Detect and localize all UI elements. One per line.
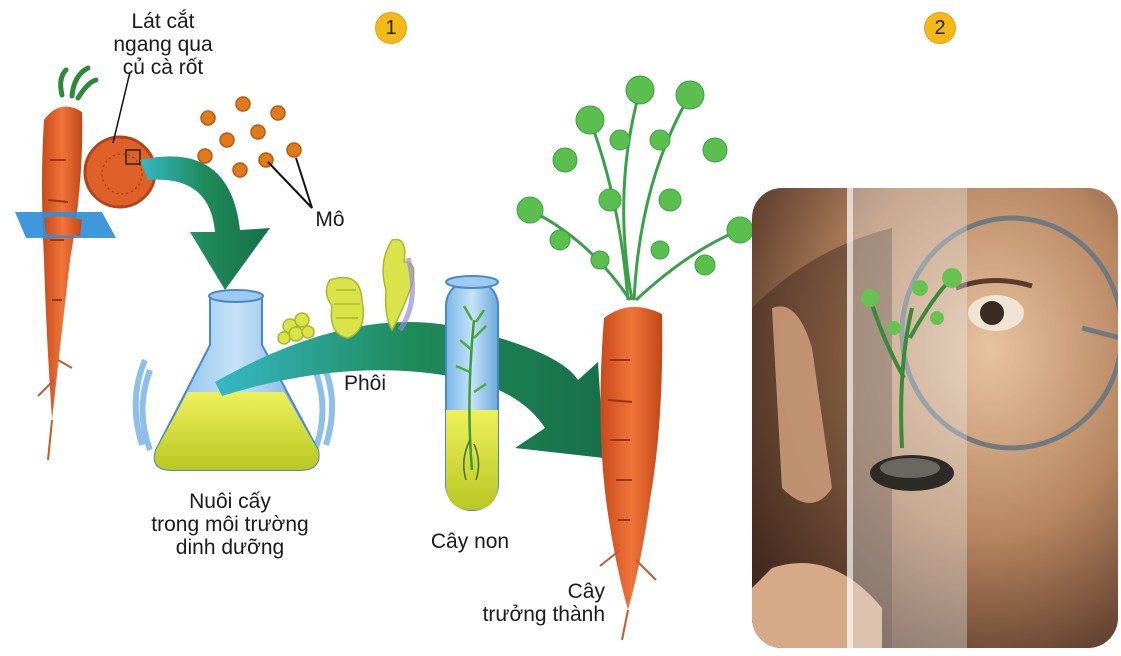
arrow-to-flask [140, 156, 270, 290]
cross-section-disc [85, 72, 155, 207]
label-culture: Nuôi cấy trong môi trường dinh dưỡng [130, 490, 330, 559]
label-tissue: Mô [300, 208, 360, 231]
step-badge-2: 2 [924, 12, 956, 44]
lab-photo-illustration [752, 188, 1118, 648]
label-cross-section: Lát cắt ngang qua củ cà rốt [88, 10, 238, 79]
seedling-tube [446, 276, 498, 510]
tissue-pointer [268, 158, 312, 208]
lab-photo [752, 188, 1118, 648]
embryo-stages [278, 239, 414, 344]
photo-test-tube [847, 188, 967, 648]
carrot-small [15, 68, 116, 460]
label-mature-plant: Cây trưởng thành [440, 580, 605, 626]
label-embryo: Phôi [325, 372, 405, 395]
tissue-cells [198, 97, 301, 177]
carrot-mature [517, 76, 753, 640]
step-badge-1: 1 [375, 12, 407, 44]
label-seedling: Cây non [410, 530, 530, 553]
